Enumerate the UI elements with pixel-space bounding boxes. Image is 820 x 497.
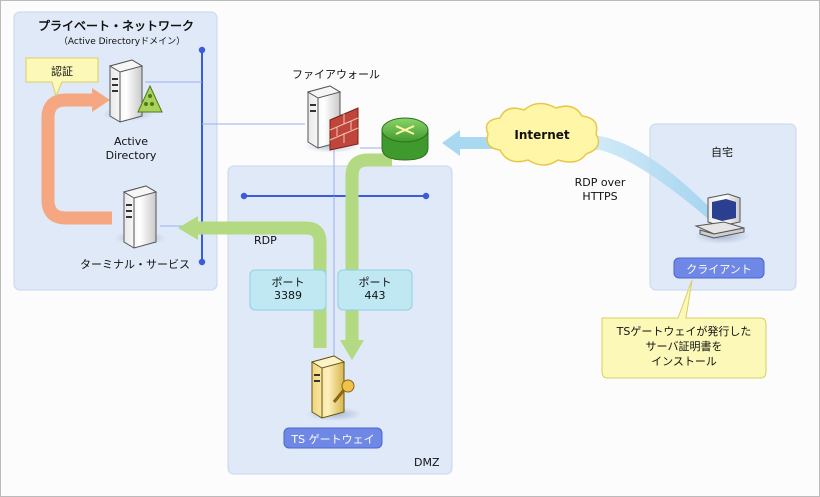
rdp-label: RDP xyxy=(254,234,277,247)
internet-label: Internet xyxy=(514,128,570,142)
router-icon xyxy=(381,117,429,161)
ad-label-line2: Directory xyxy=(105,149,157,162)
ts-gateway-label: TS ゲートウェイ xyxy=(291,433,375,446)
ts-gateway-server-icon xyxy=(306,355,362,421)
port-3389-line2: 3389 xyxy=(274,289,302,302)
internet-beam xyxy=(586,136,716,222)
note-line3: インストール xyxy=(651,355,717,368)
active-directory-server-icon xyxy=(102,59,163,123)
dmz-zone xyxy=(227,165,453,475)
dmz-network-bus xyxy=(240,192,430,200)
note-line1: TSゲートウェイが発行した xyxy=(616,325,752,338)
port-3389-line1: ポート xyxy=(271,276,305,289)
note-line2: サーバ証明書を xyxy=(645,340,723,353)
protocol-line1: RDP over xyxy=(574,176,626,189)
firewall-label: ファイアウォール xyxy=(292,68,380,81)
private-network-title: プライベート・ネットワーク xyxy=(37,19,195,33)
private-network-subtitle: （Active Directoryドメイン） xyxy=(58,37,186,47)
client-pill xyxy=(673,257,765,279)
auth-arrow xyxy=(41,88,112,225)
internet-cloud xyxy=(485,102,600,166)
certificate-note xyxy=(601,279,767,379)
terminal-server-icon xyxy=(114,185,166,249)
port-443-line1: ポート xyxy=(358,276,392,289)
ad-label-line1: Active xyxy=(113,135,149,148)
protocol-line2: HTTPS xyxy=(582,190,618,203)
ts-gateway-pill xyxy=(283,427,383,449)
terminal-services-label: ターミナル・サービス xyxy=(80,258,190,271)
auth-callout-label: 認証 xyxy=(51,65,73,78)
port-443-line2: 443 xyxy=(364,289,386,302)
dmz-label: DMZ xyxy=(414,456,440,469)
rdp-arrow xyxy=(178,216,327,348)
auth-callout xyxy=(25,57,99,98)
firewall-server-icon xyxy=(304,85,360,153)
port-443-box xyxy=(337,269,413,311)
port-3389-box xyxy=(249,269,327,311)
client-label: クライアント xyxy=(686,263,752,276)
https-arrow xyxy=(340,153,392,360)
home-label: 自宅 xyxy=(711,146,733,159)
client-pc-icon xyxy=(694,193,750,244)
